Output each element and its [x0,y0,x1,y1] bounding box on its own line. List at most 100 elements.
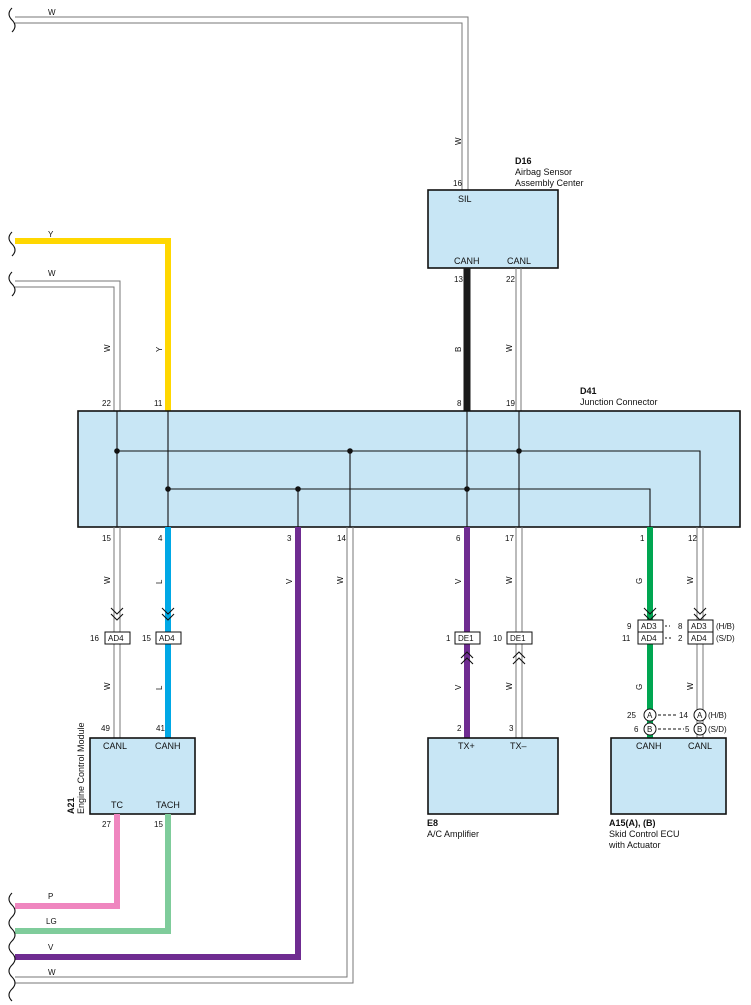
jpin-6: 6 [456,534,461,543]
d16-airbag-sensor: D16 Airbag Sensor Assembly Center 16 SIL… [427,156,584,284]
connector-ad4-b-pin: 15 [142,634,151,643]
wire-label-l-4: L [155,579,164,584]
wire-label-w-a15: W [686,682,695,690]
connector-ad4-g-label: AD4 [641,634,657,643]
wire-label-p-out: P [48,892,53,901]
junction-internal-bus [114,411,701,527]
a15-row2-left-pin: 6 [634,725,639,734]
d16-name-line2: Assembly Center [515,178,584,188]
d41-name: Junction Connector [580,397,658,407]
a21-num-canh: 41 [156,724,165,733]
wire-label-top-w: W [48,8,56,17]
d16-name-line1: Airbag Sensor [515,167,572,177]
d16-pin-canh: CANH [454,256,480,266]
inline-connectors: AD4 16 AD4 15 DE1 1 DE1 10 AD3 9 AD4 11 … [90,607,735,665]
connector-ad4-w-label: AD4 [691,634,707,643]
wire-label-w-12: W [686,576,695,584]
d16-pin-canl: CANL [507,256,531,266]
a15-row1-right-pin: 14 [679,711,688,720]
top-w-wire: W W [8,7,469,190]
connector-ad4-w-pin: 2 [678,634,683,643]
wire-v-3 [15,527,301,960]
a15-row1-note: (H/B) [708,711,727,720]
connector-ad3-w-note: (H/B) [716,622,735,631]
wire-label-v-out: V [48,943,54,952]
wire-label-w-a21: W [103,682,112,690]
connector-ad4-a [104,631,131,645]
wire-lg-tach [15,814,171,934]
a21-name: Engine Control Module [76,722,86,814]
a15-row2-note: (S/D) [708,725,727,734]
connector-ad4-b-label: AD4 [159,634,175,643]
wire-label-g-1: G [635,578,644,584]
jpin-8: 8 [457,399,462,408]
jpin-22: 22 [102,399,111,408]
left-input-wires: Y Y W W [8,230,171,411]
wire-label-lg-out: LG [46,917,57,926]
connector-de1-a-pin: 1 [446,634,451,643]
wire-label-v-6: V [454,578,463,584]
wire-label-y-in: Y [48,230,54,239]
jpin-17: 17 [505,534,514,543]
a21-code: A21 [66,797,76,814]
connector-ad3-g-pin: 9 [627,622,632,631]
a21-num-tach: 15 [154,820,163,829]
wire-label-w-15: W [103,576,112,584]
a15-row1-left-tag: A [647,711,653,720]
d16-to-junction-wires: B W [454,268,522,411]
jpin-12: 12 [688,534,697,543]
wire-label-g-a15: G [635,684,644,690]
wire-label-y-11: Y [155,346,164,352]
connector-de1-b-label: DE1 [510,634,526,643]
wire-label-v-e8: V [454,684,463,690]
d16-pin-sil: SIL [458,194,472,204]
e8-name: A/C Amplifier [427,829,479,839]
a21-engine-control-module: 49 41 CANL CANH TC TACH 27 15 A21 Engine… [66,722,196,829]
connector-ad4-b [155,631,182,645]
connector-de1-a-label: DE1 [458,634,474,643]
d16-code: D16 [515,156,532,166]
jpin-19: 19 [506,399,515,408]
a21-output-wires: P LG V W [8,814,171,1002]
d41-junction-connector: D41 Junction Connector 22 11 8 19 15 4 3… [77,386,741,543]
a21-pin-canl: CANL [103,741,127,751]
d16-pin-num-canl: 22 [506,275,515,284]
a21-pin-tc: TC [111,800,123,810]
wire-label-v-3: V [285,578,294,584]
a15-code: A15(A), (B) [609,818,656,828]
connector-ad3-w-label: AD3 [691,622,707,631]
a15-row2-right-pin: 5 [685,725,690,734]
e8-code: E8 [427,818,438,828]
wire-label-d16-w: W [454,137,463,145]
a15-row1-left-pin: 25 [627,711,636,720]
d16-pin-num-canh: 13 [454,275,463,284]
a15-row1-right-tag: A [697,711,703,720]
connector-ad4-w [687,631,714,645]
wire-label-l-a21: L [155,685,164,690]
jpin-15: 15 [102,534,111,543]
a15-pin-canh: CANH [636,741,662,751]
a21-pin-tach: TACH [156,800,180,810]
wire-label-w-out: W [48,968,56,977]
e8-pin-txp: TX+ [458,741,475,751]
connector-de1-b [506,631,533,645]
wire-label-w-17: W [505,576,514,584]
a15-skid-control-ecu: 25 A 14 A (H/B) 6 B 5 B (S/D) CANH CANL … [608,708,727,850]
wire-p-tc [15,814,120,909]
connector-ad4-w-note: (S/D) [716,634,735,643]
wire-label-b-8: B [454,347,463,352]
connector-ad4-a-pin: 16 [90,634,99,643]
connector-ad4-a-label: AD4 [108,634,124,643]
wire-label-w-e8: W [505,682,514,690]
connector-ad3-w-pin: 8 [678,622,683,631]
jpin-4: 4 [158,534,163,543]
e8-pin-txm: TX– [510,741,527,751]
jpin-14: 14 [337,534,346,543]
wire-label-w-in: W [48,269,56,278]
wire-label-w-14: W [336,576,345,584]
a15-row2-right-tag: B [697,725,702,734]
a15-name-line1: Skid Control ECU [609,829,680,839]
connector-ad4-g [637,631,664,645]
e8-num-txm: 3 [509,724,514,733]
